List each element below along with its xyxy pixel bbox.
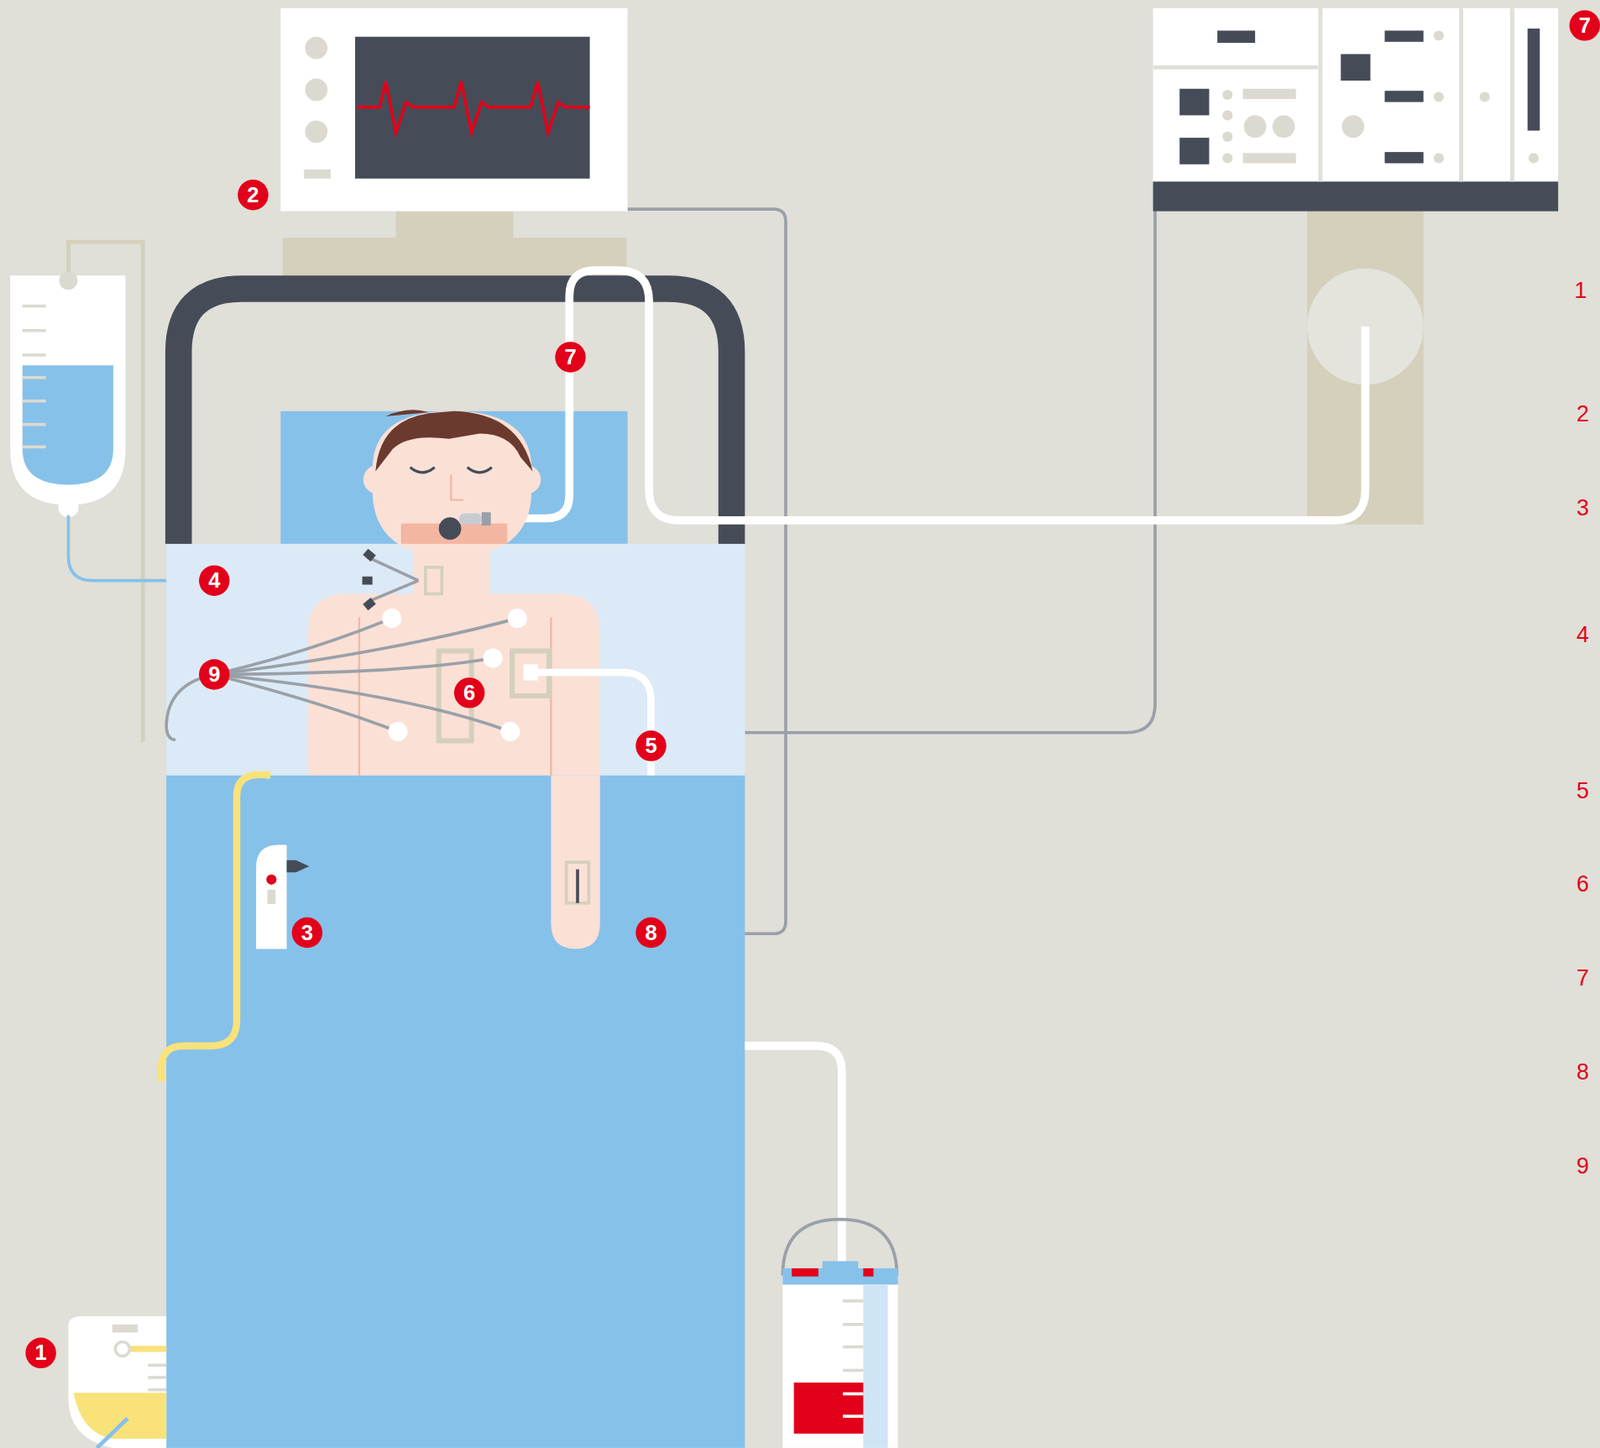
callout-number: 6 (454, 677, 485, 708)
callout-number: 7 (1569, 10, 1600, 41)
list-number: 4 (1576, 621, 1590, 649)
callout-number: 8 (635, 917, 666, 948)
list-number: 8 (1576, 1059, 1590, 1087)
list-number: 7 (1576, 965, 1590, 993)
list-number: 9 (1576, 1153, 1590, 1181)
list-number: 2 (1576, 401, 1590, 429)
list-number: 5 (1576, 777, 1590, 805)
callout-number: 5 (635, 730, 666, 761)
callout-number: 9 (198, 658, 230, 690)
callout-number: 7 (554, 341, 586, 372)
callout-number: 3 (292, 917, 323, 948)
callout-number: 2 (237, 179, 268, 210)
callout-number: 1 (25, 1338, 56, 1369)
list-number: 1 (1574, 277, 1588, 305)
list-number: 3 (1576, 495, 1590, 523)
callout-number: 4 (198, 564, 230, 596)
list-number: 6 (1576, 871, 1590, 899)
